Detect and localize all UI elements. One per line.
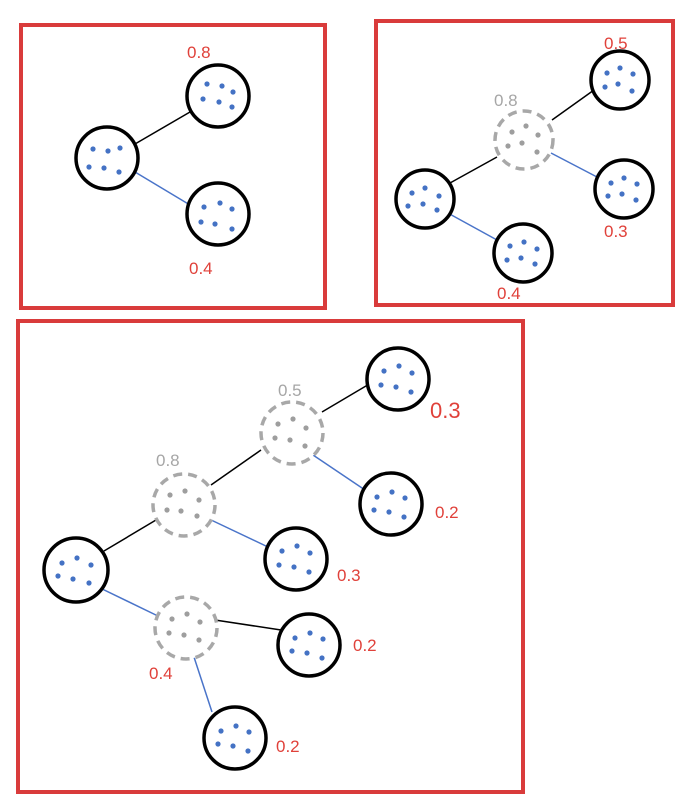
edge-black <box>214 619 282 631</box>
node-solid <box>202 705 268 771</box>
edge-label: 0.3 <box>604 222 628 241</box>
nodes <box>42 49 655 771</box>
edge-blue <box>134 171 191 206</box>
node-solid <box>42 536 110 604</box>
node-solid <box>492 222 554 284</box>
node-solid <box>276 612 342 678</box>
node-solid <box>185 181 251 247</box>
edges <box>95 89 598 713</box>
edge-label: 0.3 <box>430 398 461 423</box>
edge-label: 0.2 <box>353 636 377 655</box>
edge-label: 0.4 <box>497 284 521 303</box>
edge-blue <box>312 454 366 491</box>
edge-blue <box>550 152 598 178</box>
edge-label: 0.2 <box>435 503 459 522</box>
node-ghost <box>259 400 325 466</box>
edge-label: 0.4 <box>189 259 213 278</box>
node-solid <box>358 471 424 537</box>
edge-black <box>321 382 372 413</box>
node-ghost <box>151 472 217 538</box>
node-solid <box>365 346 431 412</box>
edge-label-ghost: 0.8 <box>156 451 180 470</box>
edge-blue <box>95 585 161 618</box>
edge-label-ghost: 0.8 <box>494 91 518 110</box>
edge-label-ghost: 0.5 <box>278 381 302 400</box>
edge-label: 0.8 <box>187 43 211 62</box>
node-solid <box>593 158 655 220</box>
edge-label: 0.2 <box>276 737 300 756</box>
node-solid <box>394 168 456 230</box>
edge-black <box>134 111 191 145</box>
node-solid <box>263 526 329 592</box>
edge-blue <box>192 653 213 713</box>
edge-blue <box>208 518 269 548</box>
edge-black <box>551 89 595 121</box>
panel-a <box>19 23 327 310</box>
edge-black <box>210 449 262 486</box>
edge-black <box>103 519 157 552</box>
edge-label: 0.3 <box>337 566 361 585</box>
node-solid <box>74 125 140 191</box>
node-solid <box>589 49 651 111</box>
edge-label: 0.5 <box>604 34 628 53</box>
node-solid <box>185 63 251 129</box>
edge-blue <box>445 211 498 241</box>
labels: 0.8 0.4 0.5 0.8 0.3 0.4 0.5 0.3 0.8 0.2 … <box>149 34 628 756</box>
node-ghost <box>493 109 555 171</box>
edge-black <box>449 156 498 184</box>
node-ghost <box>153 595 219 661</box>
edge-label: 0.4 <box>149 664 173 683</box>
